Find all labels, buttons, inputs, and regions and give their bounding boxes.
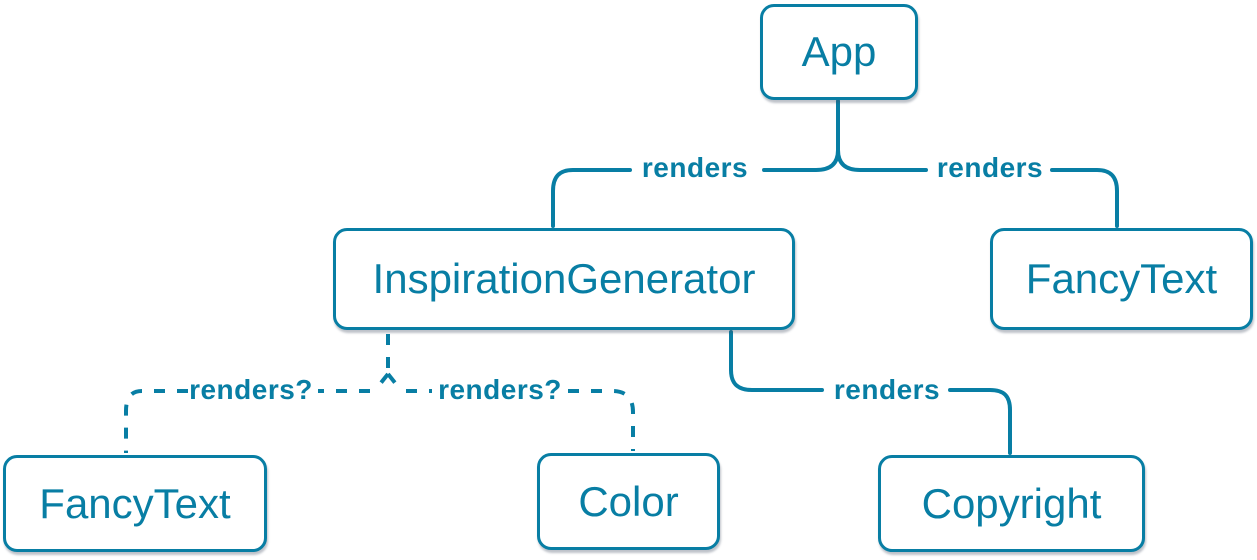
edge-app-fancytext-a [836, 148, 928, 172]
edge-label-inspirationgenerator-fancytext: renders? [189, 374, 313, 405]
edge-label-inspirationgenerator-color: renders? [438, 374, 562, 405]
node-inspiration-generator: InspirationGenerator [333, 228, 795, 330]
node-app: App [760, 4, 918, 100]
edge-inspirationgenerator-color-b [568, 389, 635, 451]
node-app-label: App [801, 28, 877, 75]
edge-dashed-fork-right [386, 372, 402, 391]
edge-app-inspirationgenerator-b [551, 168, 632, 228]
edge-inspirationgenerator-copyright-b [948, 388, 1012, 455]
edge-label-inspirationgenerator-copyright: renders [833, 374, 941, 405]
node-fancy-text-top-label: FancyText [1025, 255, 1218, 302]
node-inspiration-generator-label: InspirationGenerator [372, 255, 756, 302]
node-copyright: Copyright [878, 455, 1145, 552]
node-color-label: Color [578, 477, 679, 525]
edge-inspirationgenerator-copyright-a [729, 330, 824, 392]
edge-label-app-fancytext: renders [936, 152, 1044, 183]
edge-dashed-fork-left [374, 372, 390, 391]
node-copyright-label: Copyright [921, 479, 1102, 527]
edge-inspirationgenerator-fancytext-b [124, 389, 188, 453]
node-fancy-text-bottom-label: FancyText [39, 479, 231, 527]
node-fancy-text-top: FancyText [990, 228, 1253, 330]
edge-label-app-inspirationgenerator: renders [641, 152, 749, 183]
edge-app-fancytext-b [1050, 168, 1119, 228]
node-fancy-text-bottom: FancyText [3, 455, 267, 552]
node-color: Color [537, 453, 720, 550]
edge-app-inspirationgenerator-a [762, 148, 840, 172]
